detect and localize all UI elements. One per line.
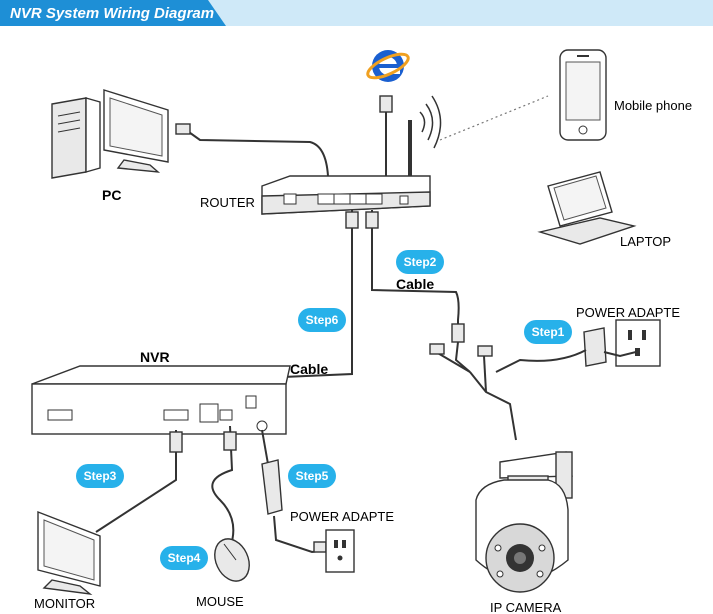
- monitor-label: MONITOR: [34, 596, 95, 611]
- step-6-label: Step6: [306, 313, 339, 327]
- camera-pigtail: [429, 323, 517, 441]
- step-badge-4: Step4: [160, 546, 208, 570]
- step-2-label: Step2: [404, 255, 437, 269]
- banner-tab: [0, 0, 226, 26]
- cable-label-router-camera: Cable: [396, 276, 434, 292]
- pc: PC: [51, 89, 169, 203]
- router-label: ROUTER: [200, 195, 255, 210]
- wireless-link-phone: [439, 95, 549, 141]
- ip-camera: IP CAMERA: [475, 451, 573, 614]
- cable-label-nvr-router: Cable: [290, 361, 328, 377]
- power-adapter-bottom-label: POWER ADAPTE: [290, 509, 394, 524]
- step-1-label: Step1: [532, 325, 565, 339]
- laptop: LAPTOP: [537, 171, 671, 249]
- power-adapter-top: POWER ADAPTE: [495, 305, 680, 373]
- monitor: MONITOR: [34, 510, 101, 611]
- pc-tower: [51, 97, 101, 179]
- title-banner: NVR System Wiring Diagram: [0, 0, 713, 26]
- pc-rj45-plug: [175, 123, 191, 135]
- usb-plug: [223, 431, 237, 451]
- internet-plug: [379, 95, 393, 113]
- cable-nvr-power: [261, 429, 269, 465]
- pc-label: PC: [102, 187, 121, 203]
- step-badge-2: Step2: [396, 250, 444, 274]
- step-badge-1: Step1: [524, 320, 572, 344]
- router: ROUTER: [200, 120, 431, 215]
- cable-nvr-monitor: [95, 430, 177, 533]
- pc-monitor: [103, 89, 169, 173]
- mobile-phone-label: Mobile phone: [614, 98, 692, 113]
- nvr-label: NVR: [140, 349, 170, 365]
- step-4-label: Step4: [168, 551, 201, 565]
- mobile-phone: Mobile phone: [559, 49, 692, 141]
- step-badge-6: Step6: [298, 308, 346, 332]
- step-3-label: Step3: [84, 469, 117, 483]
- cable-power-camera: [495, 349, 587, 373]
- mouse: MOUSE: [196, 538, 250, 609]
- cable-pc-router: [185, 129, 329, 190]
- step-badge-5: Step5: [288, 464, 336, 488]
- power-adapter-top-label: POWER ADAPTE: [576, 305, 680, 320]
- diagram-title: NVR System Wiring Diagram: [10, 5, 214, 22]
- mouse-label: MOUSE: [196, 594, 244, 609]
- cable-nvr-mouse: [211, 425, 235, 549]
- cable-router-camera: [371, 210, 460, 340]
- wifi-signal-icon: [419, 95, 442, 149]
- nvr: NVR: [31, 349, 291, 435]
- power-adapter-bottom: POWER ADAPTE: [261, 459, 394, 573]
- laptop-label: LAPTOP: [620, 234, 671, 249]
- internet-explorer-icon: [366, 50, 410, 82]
- step-badge-3: Step3: [76, 464, 124, 488]
- router-camera-plug: [365, 211, 379, 229]
- router-nvr-plug: [345, 211, 359, 229]
- ip-camera-label: IP CAMERA: [490, 600, 562, 614]
- step-5-label: Step5: [296, 469, 329, 483]
- vga-plug: [169, 431, 183, 453]
